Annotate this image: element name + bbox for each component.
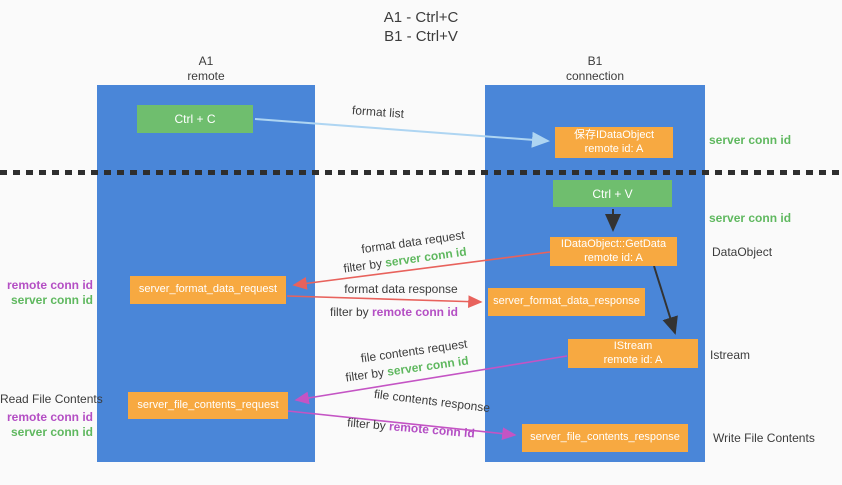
- ctrl-v-node: Ctrl + V: [553, 180, 672, 207]
- machine-boundary-dotted-line: [0, 170, 842, 175]
- filter-by-text: filter by: [346, 415, 390, 434]
- left-label-remote-conn-id-top: remote conn id: [6, 278, 93, 292]
- save-idataobject-line1: 保存IDataObject: [573, 129, 655, 141]
- remote-conn-id-text: remote conn id: [372, 305, 459, 319]
- right-label-dataobject: DataObject: [712, 245, 773, 259]
- lifeline-b-id: B1: [587, 54, 603, 68]
- title-line-b: B1 - Ctrl+V: [384, 28, 458, 45]
- server-file-contents-response-label: server_file_contents_response: [530, 431, 680, 444]
- left-label-server-conn-id-top: server conn id: [10, 293, 93, 307]
- filter-by-remote-conn-id-label-2: filter by remote conn id: [347, 415, 476, 440]
- lifeline-a-role: remote: [187, 69, 225, 83]
- server-file-contents-response-node: server_file_contents_response: [522, 424, 688, 452]
- getdata-line1: IDataObject::GetData: [560, 238, 667, 250]
- title-line-a: A1 - Ctrl+C: [383, 9, 459, 26]
- lifeline-b-role: connection: [565, 69, 625, 83]
- lifeline-a-id: A1: [198, 54, 214, 68]
- format-list-label: format list: [351, 103, 405, 121]
- lifeline-b-header: B1 connection: [485, 54, 705, 84]
- server-file-contents-request-node: server_file_contents_request: [128, 392, 288, 419]
- filter-by-remote-conn-id-label-1: filter by remote conn id: [330, 305, 458, 319]
- istream-line1: IStream: [613, 340, 653, 352]
- server-format-data-request-label: server_format_data_request: [138, 283, 278, 296]
- server-file-contents-request-label: server_file_contents_request: [137, 398, 279, 411]
- server-format-data-request-node: server_format_data_request: [130, 276, 286, 304]
- server-format-data-response-node: server_format_data_response: [488, 288, 645, 316]
- file-contents-response-label: file contents response: [373, 386, 491, 416]
- ctrl-v-label: Ctrl + V: [592, 186, 633, 201]
- right-label-istream: Istream: [710, 348, 751, 362]
- format-data-response-arrow: [286, 295, 483, 309]
- ctrl-c-label: Ctrl + C: [174, 112, 216, 126]
- format-data-response-label: format data response: [344, 282, 458, 296]
- remote-conn-id-text: remote conn id: [388, 419, 476, 441]
- filter-by-text: filter by: [329, 305, 372, 319]
- lifeline-a-header: A1 remote: [97, 54, 315, 84]
- filter-by-text: filter by: [344, 364, 389, 385]
- getdata-line2: remote id: A: [584, 251, 643, 264]
- istream-node: IStream remote id: A: [568, 339, 698, 368]
- istream-line2: remote id: A: [603, 353, 663, 366]
- right-label-server-conn-id-mid: server conn id: [709, 211, 792, 225]
- server-format-data-response-label: server_format_data_response: [493, 295, 640, 308]
- right-label-server-conn-id-top: server conn id: [709, 133, 792, 147]
- filter-by-text: filter by: [342, 255, 387, 276]
- left-label-read-file-contents: Read File Contents: [0, 392, 103, 406]
- diagram-title: A1 - Ctrl+C B1 - Ctrl+V: [0, 8, 842, 46]
- save-idataobject-node: 保存IDataObject remote id: A: [555, 127, 673, 158]
- save-idataobject-line2: remote id: A: [584, 142, 644, 155]
- idataobject-getdata-node: IDataObject::GetData remote id: A: [550, 237, 677, 266]
- right-label-write-file-contents: Write File Contents: [713, 431, 815, 445]
- left-label-remote-conn-id-bottom: remote conn id: [6, 410, 93, 424]
- ctrl-c-node: Ctrl + C: [137, 105, 253, 133]
- left-label-server-conn-id-bottom: server conn id: [10, 425, 93, 439]
